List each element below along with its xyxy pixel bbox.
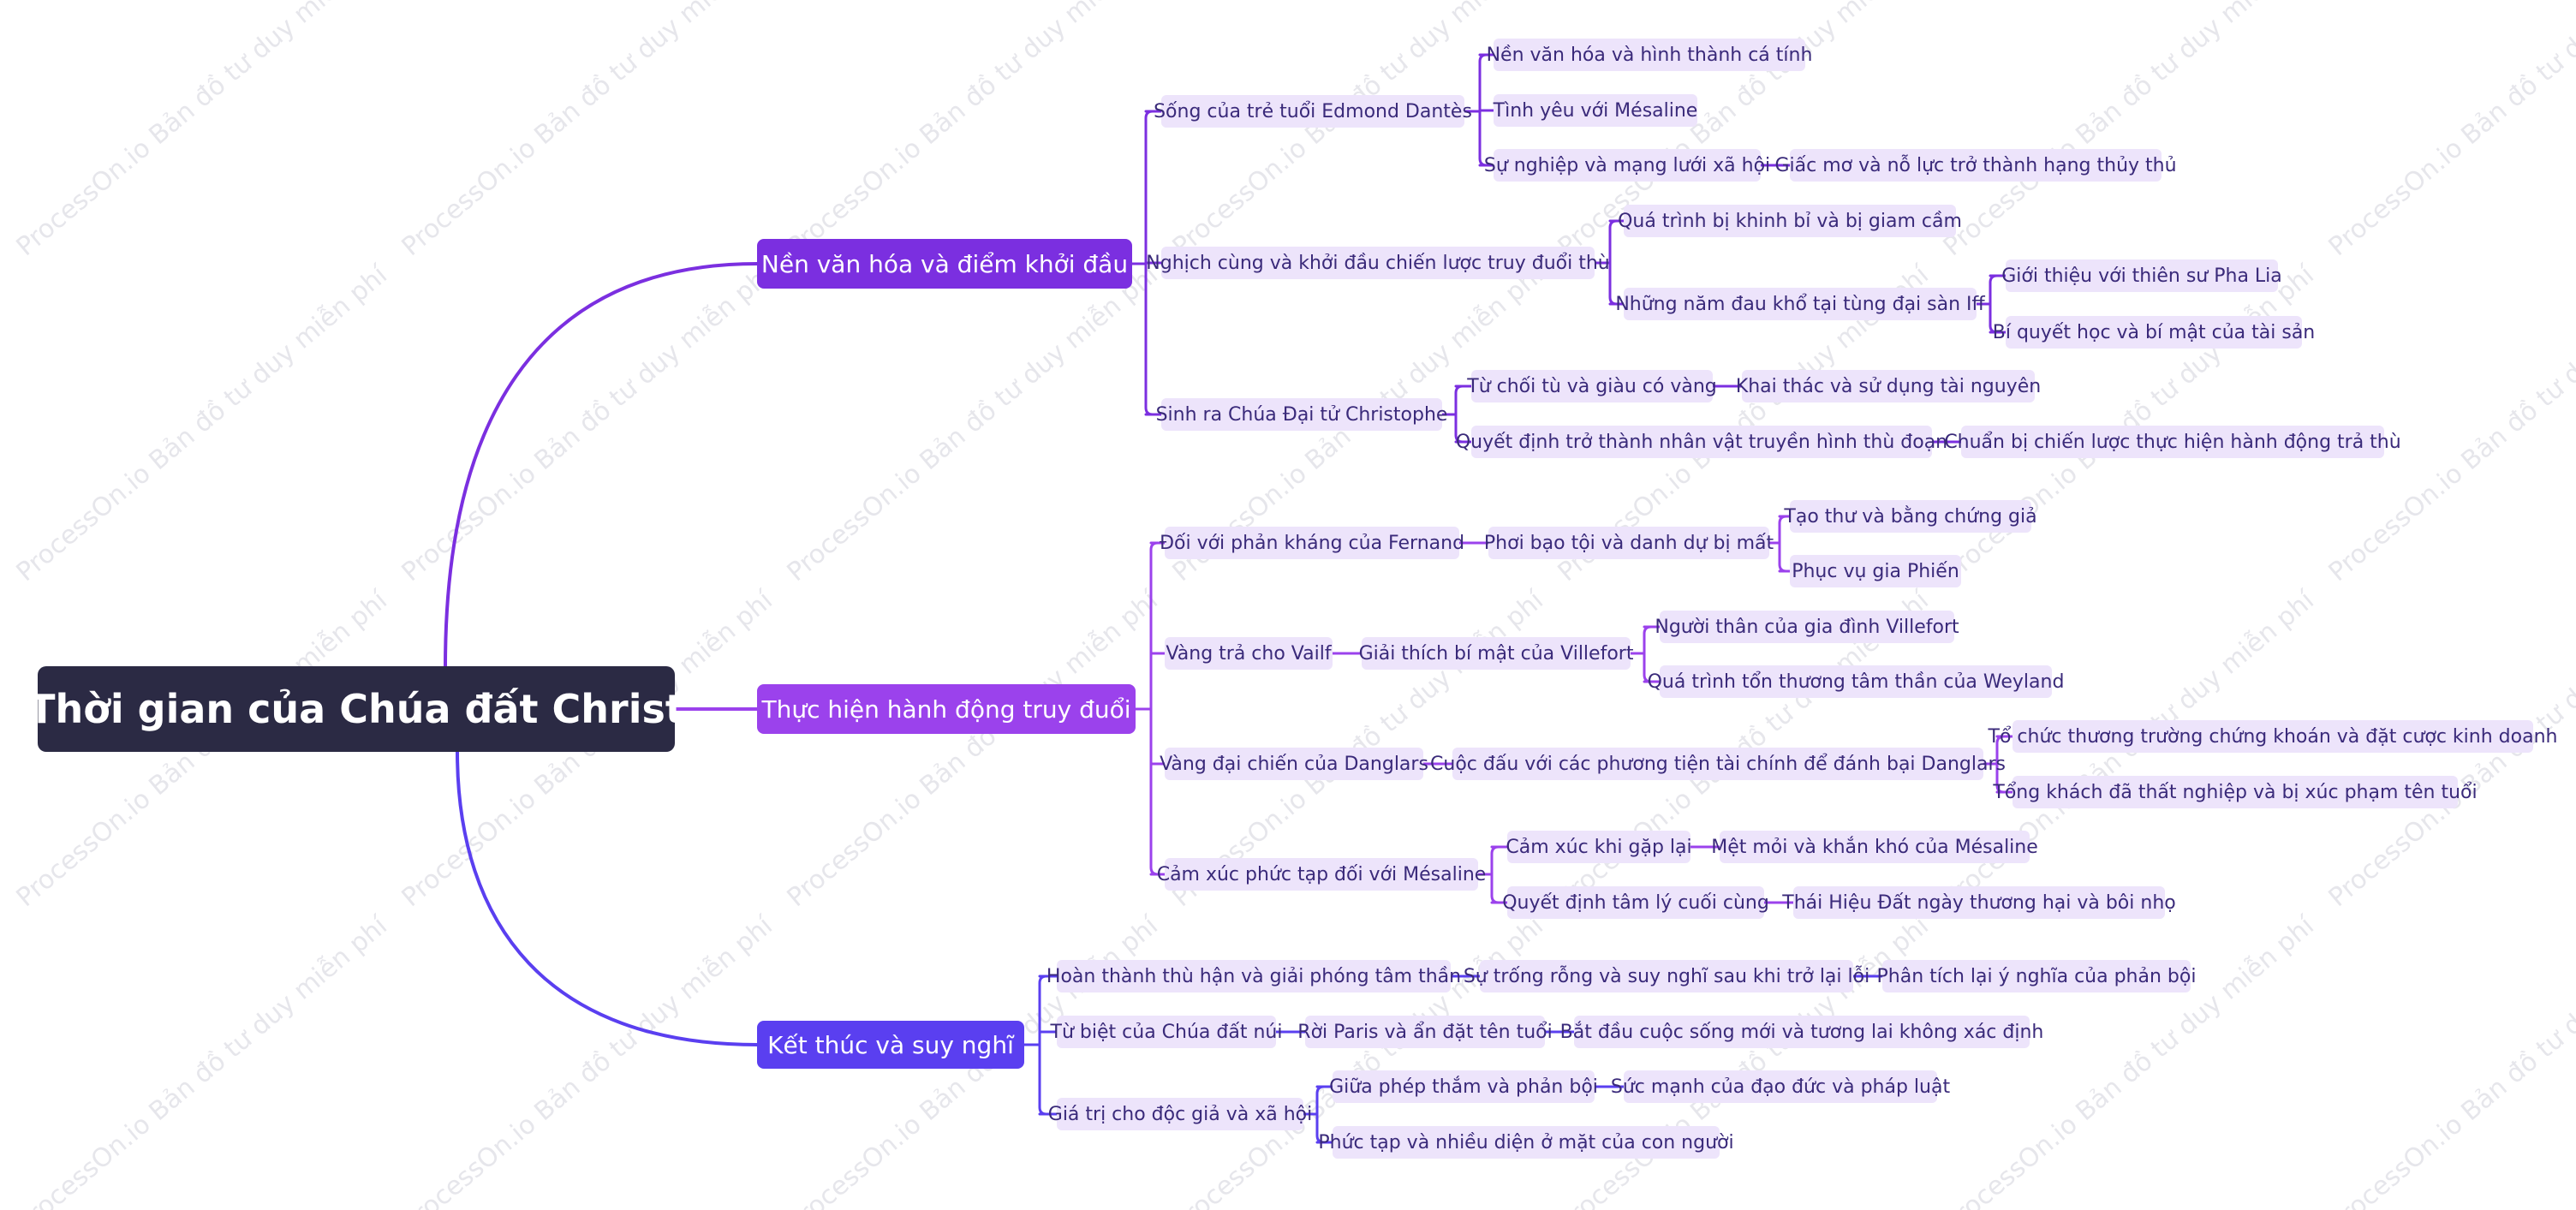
topic-christophe[interactable]: Sinh ra Chúa Đại tử Christophe [1156, 398, 1447, 431]
topic-faria-intro[interactable]: Giới thiệu với thiên sư Pha Lia [2001, 259, 2282, 292]
topic-serve-phien[interactable]: Phục vụ gia Phiến [1790, 555, 1961, 587]
topic-love-mesaline[interactable]: Tình yêu với Mésaline [1494, 94, 1697, 127]
topic-moral-law[interactable]: Sức mạnh của đạo đức và pháp luật [1611, 1070, 1950, 1103]
topic-decide-character[interactable]: Quyết định trở thành nhân vật truyền hìn… [1456, 426, 1947, 458]
topic-leave-paris[interactable]: Rời Paris và ẩn đặt tên tuổi [1297, 1016, 1553, 1048]
topic-revenge-done[interactable]: Hoàn thành thù hận và giải phóng tâm thầ… [1046, 960, 1461, 992]
topic-adversity-strategy[interactable]: Nghịch cùng và khởi đầu chiến lược truy … [1146, 247, 1610, 279]
connector-root-branch1 [444, 262, 759, 668]
topic-danglars[interactable]: Vàng đại chiến của Danglars [1160, 748, 1428, 780]
topic-crime-honor[interactable]: Phơi bạo tội và danh dự bị mất [1484, 527, 1774, 559]
topic-culture-personality[interactable]: Nền văn hóa và hình thành cá tính [1487, 39, 1812, 71]
topic-young-dantes[interactable]: Sống của trẻ tuổi Edmond Dantès [1154, 95, 1472, 128]
topic-career-network[interactable]: Sự nghiệp và mạng lưới xã hội [1484, 149, 1770, 182]
topic-contempt-prison[interactable]: Quá trình bị khinh bỉ và bị giam cầm [1618, 205, 1962, 237]
branch-culture-start[interactable]: Nền văn hóa và điểm khởi đầu [757, 239, 1132, 289]
topic-stock-market[interactable]: Tổ chức thương trường chứng khoán và đặt… [1989, 720, 2557, 753]
topic-years-iff[interactable]: Những năm đau khổ tại tùng đại sàn Iff [1615, 288, 1985, 320]
topic-analyze-betrayal[interactable]: Phân tích lại ý nghĩa của phản bội [1877, 960, 2196, 992]
topic-new-life[interactable]: Bắt đầu cuộc sống mới và tương lai không… [1560, 1016, 2043, 1048]
topic-meeting-again[interactable]: Cảm xúc khi gặp lại [1506, 831, 1692, 863]
topic-prepare-revenge[interactable]: Chuẩn bị chiến lược thực hiện hành động … [1944, 426, 2401, 458]
topic-finance-fight[interactable]: Cuộc đấu với các phương tiện tài chính đ… [1430, 748, 2006, 780]
topic-dream-sailor[interactable]: Giấc mơ và nỗ lực trở thành hạng thủy th… [1774, 149, 2177, 182]
topic-human-complexity[interactable]: Phức tạp và nhiều diện ở mặt của con ngư… [1318, 1126, 1734, 1159]
topic-farewell[interactable]: Từ biệt của Chúa đất núi [1051, 1016, 1282, 1048]
branch-ending[interactable]: Kết thúc và suy nghĩ [757, 1021, 1024, 1069]
topic-villefort-secret[interactable]: Giải thích bí mật của Villefort [1359, 637, 1633, 670]
topic-value-readers[interactable]: Giá trị cho độc giả và xã hội [1048, 1098, 1312, 1130]
topic-refuse-wealth[interactable]: Từ chối tù và giàu có vàng [1467, 370, 1717, 402]
topic-fake-evidence[interactable]: Tạo thư và bằng chứng giả [1784, 500, 2037, 533]
connector-b2-feelings-bus [1490, 845, 1500, 904]
topic-final-decision[interactable]: Quyết định tâm lý cuối cùng [1502, 886, 1769, 919]
topic-unemployed-insult[interactable]: Tổng khách đã thất nghiệp và bị xúc phạm… [1993, 776, 2478, 808]
connector-root-branch3 [456, 750, 759, 1046]
branch-pursuit[interactable]: Thực hiện hành động truy đuổi [757, 684, 1136, 734]
topic-complex-feelings[interactable]: Cảm xúc phức tạp đối với Mésaline [1157, 858, 1486, 891]
topic-secret-treasure[interactable]: Bí quyết học và bí mật của tài sản [1993, 316, 2315, 349]
topic-emptiness[interactable]: Sự trống rỗng và suy nghĩ sau khi trở lạ… [1464, 960, 1869, 992]
topic-mesaline-tired[interactable]: Mệt mỏi và khắn khó của Mésaline [1711, 831, 2038, 863]
topic-weyland-trauma[interactable]: Quá trình tổn thương tâm thần của Weylan… [1648, 665, 2064, 698]
connector-b1-adversity-bus [1608, 219, 1619, 306]
connector-b3-bus [1038, 975, 1048, 1116]
topic-villefort-family[interactable]: Người thân của gia đình Villefort [1655, 611, 1959, 643]
root-topic[interactable]: Thời gian của Chúa đất Christ [28, 666, 684, 752]
topic-pity-slander[interactable]: Thái Hiệu Đất ngày thương hại và bôi nhọ [1782, 886, 2176, 919]
topic-vailf[interactable]: Vàng trả cho Vailf [1165, 637, 1333, 670]
topic-justice-betrayal[interactable]: Giữa phép thắm và phản bội [1329, 1070, 1598, 1103]
topic-exploit-resources[interactable]: Khai thác và sử dụng tài nguyên [1736, 370, 2041, 402]
connector-b2-bus [1149, 541, 1160, 876]
topic-fernand[interactable]: Đối với phản kháng của Fernand [1160, 527, 1464, 559]
